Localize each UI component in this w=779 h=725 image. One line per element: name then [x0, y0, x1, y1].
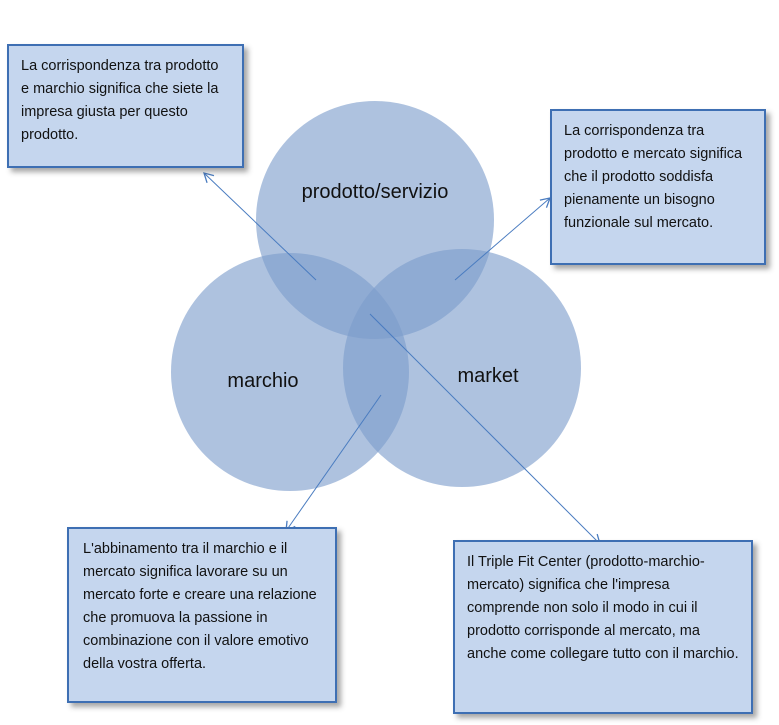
circle-market: [343, 249, 581, 487]
circle-label-brand: marchio: [227, 370, 298, 392]
callout-product-brand-text: La corrispondenza tra prodotto e marchio…: [21, 58, 219, 143]
circle-label-product: prodotto/servizio: [302, 181, 449, 203]
callout-triple-fit-text: Il Triple Fit Center (prodotto-marchio-m…: [467, 554, 739, 662]
circle-label-market: market: [457, 365, 519, 387]
callout-product-brand: La corrispondenza tra prodotto e marchio…: [7, 44, 244, 168]
connector-brand-market: [285, 394, 382, 533]
connector-product-brand: [203, 172, 317, 281]
callout-product-market-text: La corrispondenza tra prodotto e mercato…: [564, 123, 743, 231]
circle-brand: [171, 253, 409, 491]
callout-product-market: La corrispondenza tra prodotto e mercato…: [550, 109, 766, 265]
connector-triple-fit: [369, 313, 601, 545]
callout-triple-fit: Il Triple Fit Center (prodotto-marchio-m…: [453, 540, 753, 714]
callout-brand-market-text: L'abbinamento tra il marchio e il mercat…: [83, 541, 317, 672]
connector-product-market: [454, 197, 552, 281]
callout-brand-market: L'abbinamento tra il marchio e il mercat…: [67, 527, 337, 703]
